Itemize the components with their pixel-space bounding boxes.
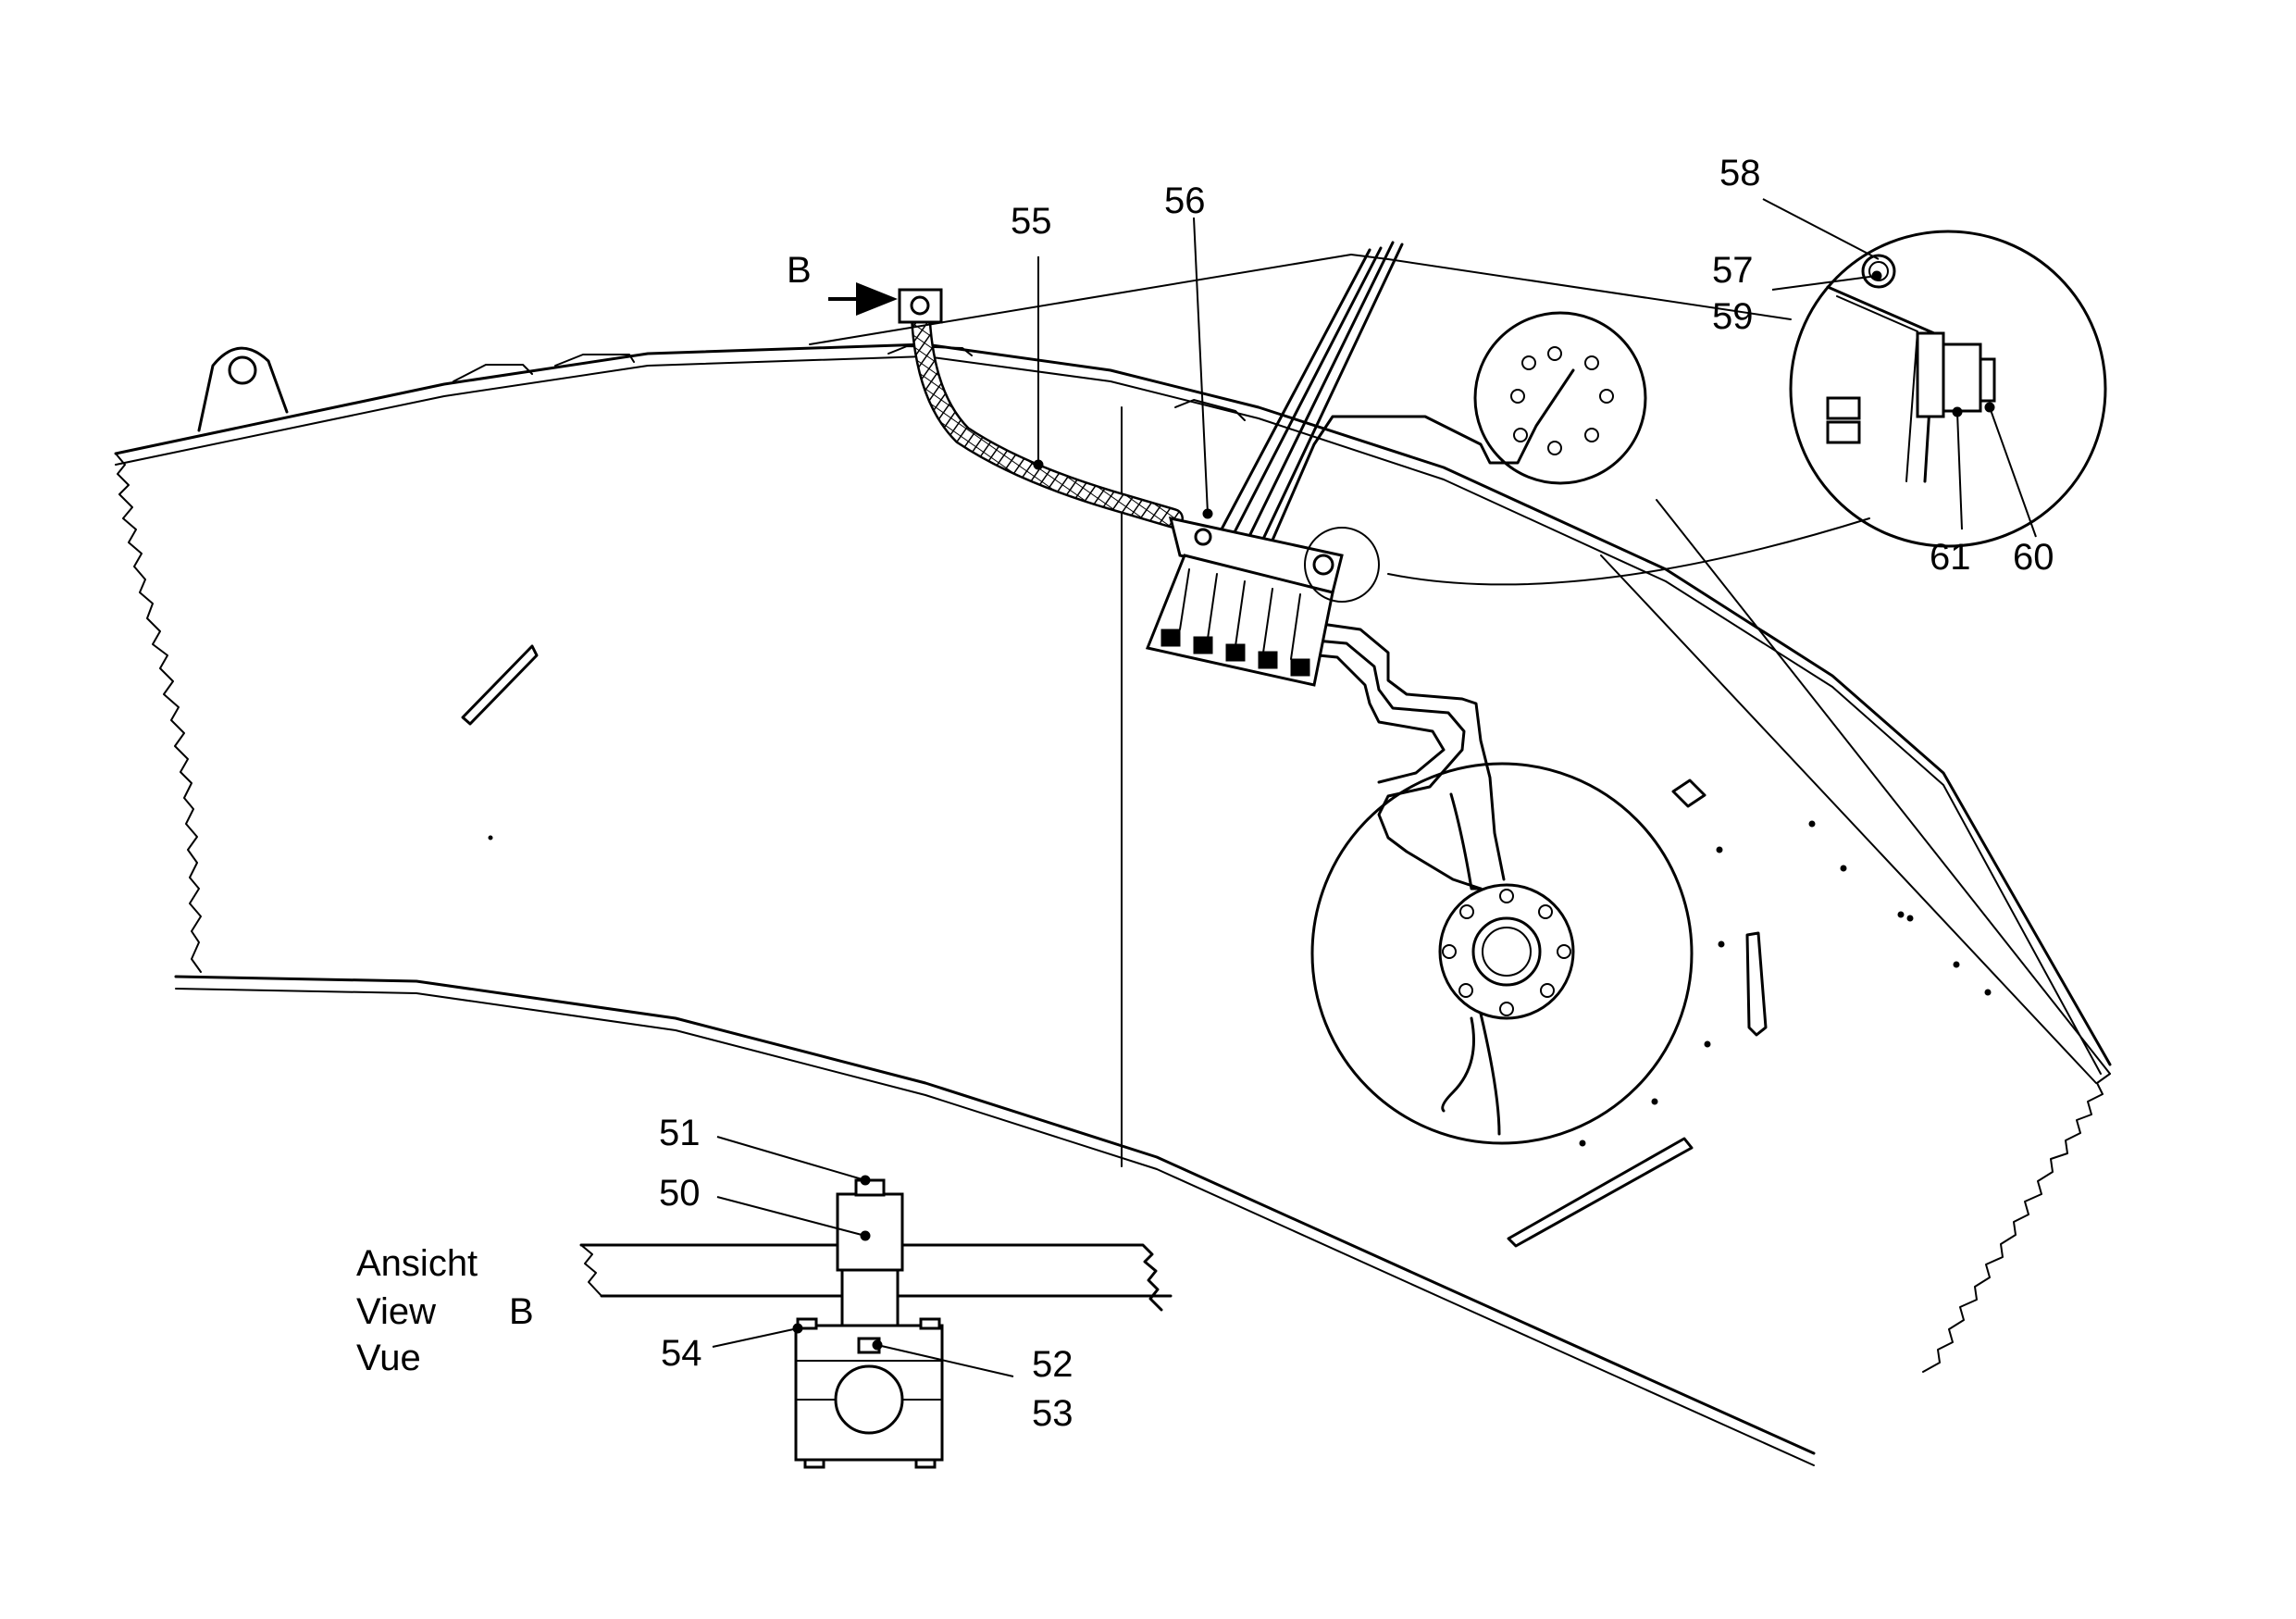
valve-block	[1145, 517, 1344, 687]
callout-61: 61	[1930, 537, 1971, 578]
view-caption: Ansicht View Vue B	[356, 1243, 534, 1378]
callout-52: 52	[1032, 1344, 1074, 1385]
view-b-arrow	[828, 282, 898, 316]
caption-letter-b: B	[509, 1291, 534, 1332]
hydraulic-lines	[911, 241, 1575, 890]
detail-view-circle	[809, 230, 2107, 603]
boom-body	[114, 342, 2112, 1466]
inset-view-b	[579, 1178, 1173, 1469]
callout-58: 58	[1719, 153, 1761, 193]
view-b-marker: B	[787, 250, 812, 291]
caption-vue: Vue	[356, 1338, 421, 1378]
caption-view: View	[356, 1291, 436, 1332]
callout-54: 54	[661, 1333, 702, 1374]
callout-labels: 55 56 58 57 59 61 60 51 50 54 52 53 B	[659, 153, 2054, 1434]
callout-59: 59	[1712, 296, 1754, 337]
rotary-drum	[1310, 762, 1694, 1145]
callout-51: 51	[659, 1113, 701, 1153]
caption-ansicht: Ansicht	[356, 1243, 478, 1284]
callout-50: 50	[659, 1173, 701, 1214]
inspection-port	[1473, 311, 1647, 485]
hose-clamp	[898, 288, 943, 324]
callout-55: 55	[1011, 201, 1052, 242]
rivet-dots	[488, 820, 1992, 1147]
leader-lines	[712, 198, 2037, 1377]
callout-53: 53	[1032, 1393, 1074, 1434]
callout-57: 57	[1712, 250, 1754, 291]
callout-60: 60	[2013, 537, 2054, 578]
callout-56: 56	[1164, 181, 1206, 221]
